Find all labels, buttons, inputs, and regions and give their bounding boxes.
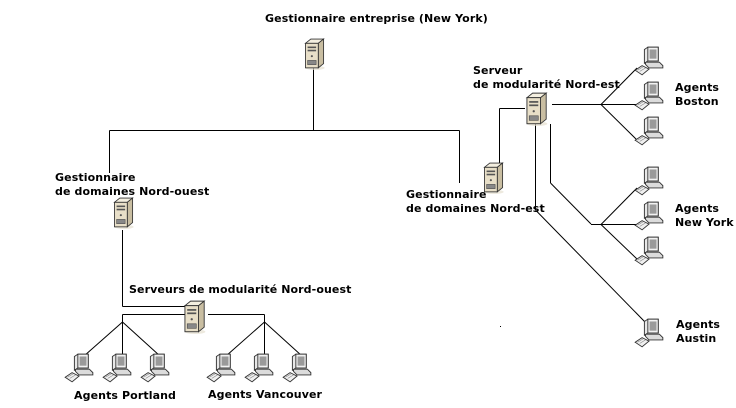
link-portland-3 xyxy=(122,321,161,357)
workstation-icon xyxy=(140,353,170,383)
link-boston-3 xyxy=(600,104,638,141)
enterprise-manager-server-icon xyxy=(304,38,325,70)
ne-scalability-server-icon xyxy=(526,92,548,126)
ne-domain-manager-server-icon xyxy=(483,162,504,194)
link-vancouver-3 xyxy=(264,321,303,357)
ne-scalability-server-label-line1: Serveur xyxy=(473,64,523,77)
stray-dot xyxy=(500,326,501,327)
link-newyork-1 xyxy=(600,187,638,225)
austin-agents xyxy=(634,318,664,348)
newyork-agents-label-line2: New York xyxy=(675,216,734,229)
workstation-icon xyxy=(102,353,132,383)
ne-domain-manager-label-line2: de domaines Nord-est xyxy=(406,202,545,215)
nw-scalability-servers-label: Serveurs de modularité Nord-ouest xyxy=(129,283,352,296)
vancouver-agents-label: Agents Vancouver xyxy=(208,388,323,401)
workstation-icon xyxy=(634,236,664,266)
workstation-icon xyxy=(634,201,664,231)
link-newyork-3 xyxy=(600,224,638,260)
enterprise-manager-label: Gestionnaire entreprise (New York) xyxy=(265,12,488,25)
workstation-icon xyxy=(244,353,274,383)
workstation-icon xyxy=(64,353,94,383)
ne-scalability-server-label-line2: de modularité Nord-est xyxy=(473,78,620,91)
ne-domain-manager-label-line1: Gestionnaire xyxy=(406,188,487,201)
workstation-icon xyxy=(634,318,664,348)
austin-agents-label-line2: Austin xyxy=(676,332,717,345)
boston-agents-label-line2: Boston xyxy=(675,95,719,108)
austin-agents-label-line1: Agents xyxy=(676,318,721,331)
portland-agents xyxy=(64,353,170,383)
link-boston-1 xyxy=(600,67,638,105)
nw-domain-manager-label-line1: Gestionnaire xyxy=(55,171,136,184)
workstation-icon xyxy=(282,353,312,383)
link-portland-1 xyxy=(83,321,123,357)
link-vancouver-1 xyxy=(225,321,265,357)
boston-agents xyxy=(634,46,664,146)
newyork-agents-label-line1: Agents xyxy=(675,202,720,215)
connection-lines xyxy=(83,67,646,357)
portland-agents-label: Agents Portland xyxy=(74,389,177,402)
vancouver-agents xyxy=(206,353,312,383)
newyork-agents xyxy=(634,166,664,266)
workstation-icon xyxy=(634,81,664,111)
workstation-icon xyxy=(634,166,664,196)
workstation-icon xyxy=(634,116,664,146)
link-austin-diag xyxy=(535,209,646,323)
link-newyork-diag xyxy=(550,182,592,225)
nw-scalability-server-icon xyxy=(184,300,206,334)
workstation-icon xyxy=(634,46,664,76)
boston-agents-label-line1: Agents xyxy=(675,81,720,94)
nw-domain-manager-label-line2: de domaines Nord-ouest xyxy=(55,185,210,198)
workstation-icon xyxy=(206,353,236,383)
nw-domain-manager-server-icon xyxy=(113,197,134,229)
